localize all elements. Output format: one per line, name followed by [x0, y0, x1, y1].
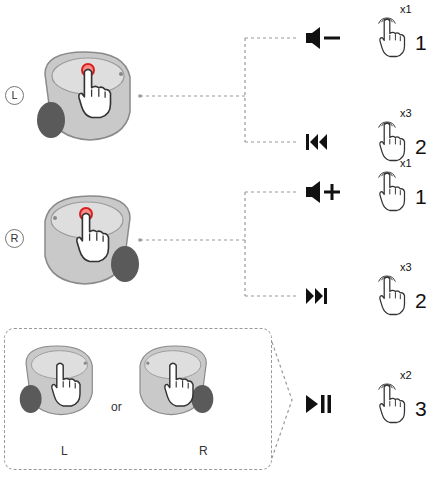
callout-number: 3 — [415, 398, 427, 419]
right-earbud — [45, 196, 139, 284]
side-badge: L — [5, 86, 24, 105]
play-pause-icon — [306, 395, 331, 413]
leader-line — [140, 38, 298, 458]
tap-count: x1 — [400, 4, 412, 15]
callout-number: 1 — [415, 186, 427, 207]
either-earbud — [20, 346, 214, 415]
volume-down-icon — [306, 27, 340, 49]
next-track-icon — [306, 288, 327, 304]
callout-number: 2 — [415, 136, 427, 157]
side-letter: R — [11, 233, 19, 244]
side-letter: L — [11, 90, 17, 101]
tap-count: x3 — [400, 262, 412, 273]
left-earbud — [37, 52, 130, 140]
side-caption: R — [199, 445, 208, 457]
either-side-panel: LorR — [4, 328, 272, 470]
previous-track-icon — [306, 134, 327, 150]
tap-count: x1 — [400, 158, 412, 169]
volume-up-icon — [306, 181, 340, 203]
callout-number: 2 — [415, 290, 427, 311]
tap-count: x3 — [400, 108, 412, 119]
callout-number: 1 — [415, 32, 427, 53]
side-badge: R — [5, 229, 24, 248]
side-caption: or — [111, 401, 122, 413]
tap-count: x2 — [400, 370, 412, 381]
side-caption: L — [61, 445, 68, 457]
tap-gesture-icon — [379, 18, 405, 423]
